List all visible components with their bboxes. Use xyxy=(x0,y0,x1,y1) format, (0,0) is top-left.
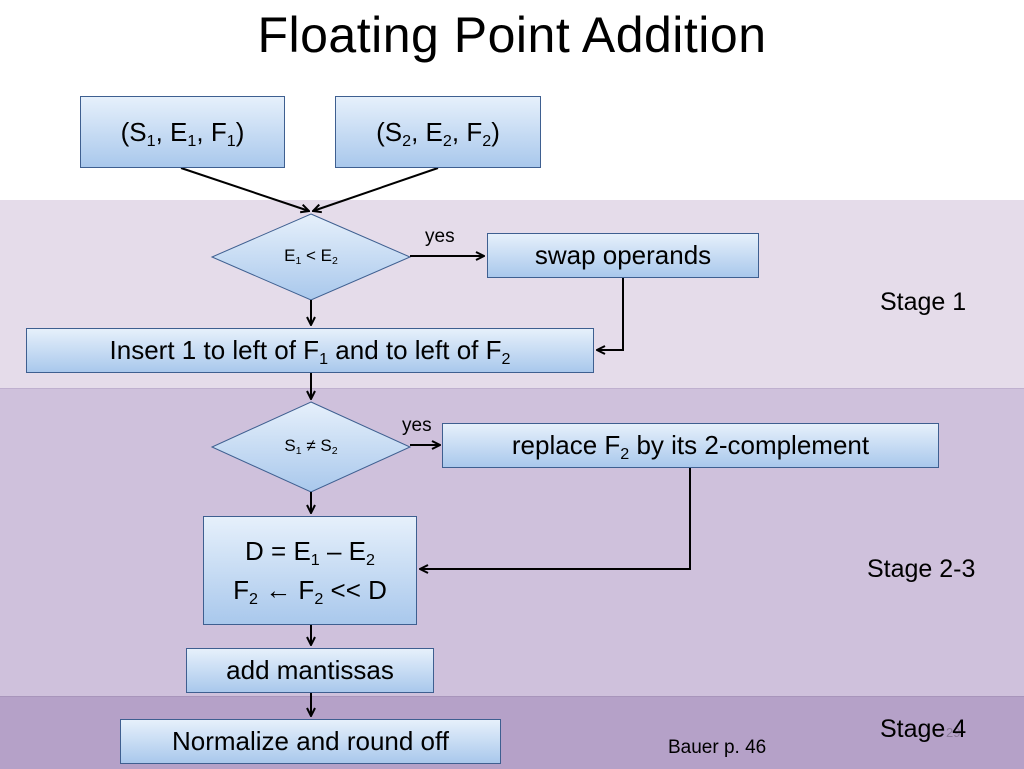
operand-1-box: (S1, E1, F1) xyxy=(80,96,285,168)
stage-2-3-label: Stage 2-3 xyxy=(867,555,976,583)
yes-label-2: yes xyxy=(402,415,432,436)
swap-operands-box: swap operands xyxy=(487,233,759,278)
stage-4-label: Stage 4 xyxy=(880,715,967,743)
page-number: 29 xyxy=(946,725,961,740)
add-mantissas-box: add mantissas xyxy=(186,648,434,693)
yes-label-1: yes xyxy=(425,226,455,247)
difference-line-2: F2 ← F2 << D xyxy=(233,574,387,608)
insert-one-label: Insert 1 to left of F1 and to left of F2 xyxy=(109,335,511,369)
slide-title: Floating Point Addition xyxy=(257,7,767,63)
arrow-swap-to-insert xyxy=(597,278,624,350)
arrow-op1-to-decision xyxy=(180,167,309,211)
operand-1-label: (S1, E1, F1) xyxy=(120,116,245,150)
decision-exponent-label: E1 < E2 xyxy=(284,246,338,268)
operand-2-box: (S2, E2, F2) xyxy=(335,96,541,168)
stage-1-label: Stage 1 xyxy=(880,288,967,316)
difference-box: D = E1 – E2 F2 ← F2 << D xyxy=(203,516,417,625)
normalize-box: Normalize and round off xyxy=(120,719,501,764)
arrow-replace-to-diff xyxy=(420,468,691,569)
swap-operands-label: swap operands xyxy=(534,240,712,271)
replace-box: replace F2 by its 2-complement xyxy=(442,423,939,468)
arrow-op2-to-decision xyxy=(313,167,439,211)
decision-sign-label: S1 ≠ S2 xyxy=(284,436,338,458)
add-mantissas-label: add mantissas xyxy=(226,655,394,686)
operand-2-label: (S2, E2, F2) xyxy=(376,116,500,150)
replace-label: replace F2 by its 2-complement xyxy=(511,430,870,464)
reference-label: Bauer p. 46 xyxy=(668,737,767,758)
difference-line-1: D = E1 – E2 xyxy=(245,536,375,569)
insert-one-box: Insert 1 to left of F1 and to left of F2 xyxy=(26,328,594,373)
normalize-label: Normalize and round off xyxy=(171,726,449,757)
